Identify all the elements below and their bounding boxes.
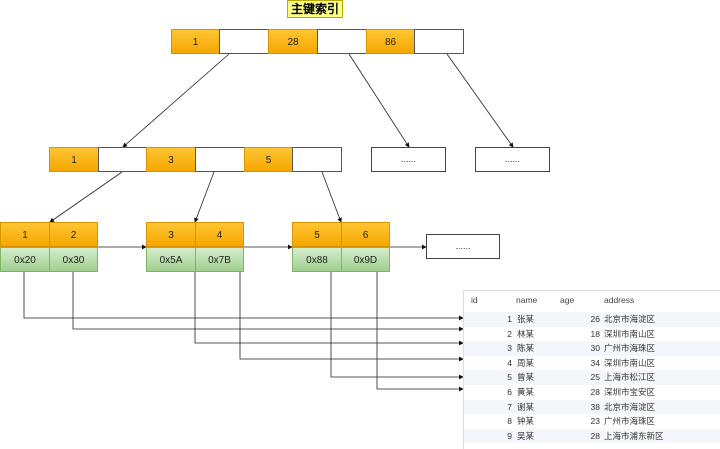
cell-age: 28 (590, 387, 600, 397)
leaf-key: 1 (0, 222, 50, 247)
inner-pointer-3 (292, 147, 342, 172)
cell-age: 25 (590, 372, 600, 383)
pointer-arrow (23, 272, 464, 321)
cell-name: 黄某 (517, 387, 535, 397)
cell-name: 曾某 (517, 372, 535, 383)
pointer-arrow (446, 53, 514, 148)
leaf-address: 0x88 (292, 247, 342, 272)
cell-id: 5 (507, 372, 512, 383)
leaf-address: 0x30 (49, 247, 98, 272)
pointer-arrow (72, 272, 464, 332)
inner-key-3: 5 (244, 147, 293, 172)
column-header-id: id (471, 295, 478, 305)
pointer-arrow (194, 272, 464, 346)
pointer-arrow (122, 53, 230, 148)
cell-address: 北京市海淀区 (604, 401, 656, 412)
pointer-arrow (376, 272, 464, 392)
root-pointer-2 (317, 29, 367, 54)
root-key-3: 86 (366, 29, 415, 54)
pointer-arrow (194, 171, 215, 223)
cell-id: 9 (507, 430, 512, 441)
cell-name: 陈某 (517, 343, 535, 354)
cell-id: 8 (507, 416, 512, 427)
leaf-address: 0x5A (146, 247, 196, 272)
inner-node-more-1: ...... (371, 147, 446, 172)
pointer-arrow (330, 272, 464, 380)
cell-age: 26 (590, 314, 600, 324)
cell-address: 广州市海珠区 (604, 343, 656, 354)
column-header-name: name (516, 295, 538, 305)
column-header-address: address (604, 295, 635, 305)
leaf-key: 2 (49, 222, 98, 247)
cell-name: 张某 (517, 314, 535, 324)
cell-name: 吴某 (517, 430, 535, 441)
pointer-arrow (49, 171, 123, 223)
cell-name: 林某 (517, 328, 535, 339)
leaf-address: 0x9D (341, 247, 390, 272)
cell-age: 34 (590, 357, 600, 368)
leaf-key: 4 (195, 222, 244, 247)
pointer-arrow (321, 171, 342, 223)
leaf-address: 0x7B (195, 247, 244, 272)
cell-address: 广州市海珠区 (604, 416, 656, 427)
cell-age: 28 (590, 430, 600, 441)
table-row[interactable]: 4 周某 34 深圳市南山区 (464, 356, 720, 371)
inner-key-2: 3 (146, 147, 196, 172)
diagram-title: 主键索引 (287, 0, 343, 18)
pointer-arrow (348, 53, 410, 148)
root-key-1: 1 (171, 29, 220, 54)
cell-address: 深圳市宝安区 (604, 387, 656, 397)
table-row[interactable]: 2 林某 18 深圳市南山区 (464, 327, 720, 342)
leaf-address: 0x20 (0, 247, 50, 272)
leaf-node-more: ...... (426, 234, 500, 259)
cell-id: 7 (507, 401, 512, 412)
cell-name: 钟某 (517, 416, 535, 427)
cell-id: 6 (507, 387, 512, 397)
table-row[interactable]: 9 吴某 28 上海市浦东新区 (464, 428, 720, 444)
inner-key-1: 1 (49, 147, 99, 172)
leaf-key: 6 (341, 222, 390, 247)
cell-age: 30 (590, 343, 600, 354)
cell-address: 北京市海淀区 (604, 314, 656, 324)
cell-id: 4 (507, 357, 512, 368)
root-pointer-1 (219, 29, 269, 54)
inner-pointer-1 (98, 147, 147, 172)
cell-address: 深圳市南山区 (604, 357, 656, 368)
cell-id: 3 (507, 343, 512, 354)
cell-age: 18 (590, 328, 600, 339)
pointer-arrow (239, 272, 464, 362)
leaf-key: 3 (146, 222, 196, 247)
table-row[interactable]: 7 谢某 38 北京市海淀区 (464, 399, 720, 415)
cell-address: 上海市浦东新区 (604, 430, 664, 441)
cell-name: 谢某 (517, 401, 535, 412)
cell-name: 周某 (517, 357, 535, 368)
cell-address: 上海市松江区 (604, 372, 656, 383)
cell-address: 深圳市南山区 (604, 328, 656, 339)
cell-age: 23 (590, 416, 600, 427)
table-row[interactable]: 1 张某 26 北京市海淀区 (464, 312, 720, 327)
cell-id: 1 (507, 314, 512, 324)
table-row[interactable]: 5 曾某 25 上海市松江区 (464, 370, 720, 385)
table-row[interactable]: 8 钟某 23 广州市海珠区 (464, 414, 720, 429)
cell-age: 38 (590, 401, 600, 412)
root-key-2: 28 (268, 29, 318, 54)
table-row[interactable]: 3 陈某 30 广州市海珠区 (464, 341, 720, 356)
leaf-key: 5 (292, 222, 342, 247)
root-pointer-3 (414, 29, 464, 54)
table-row[interactable]: 6 黄某 28 深圳市宝安区 (464, 385, 720, 400)
inner-node-more-2: ...... (475, 147, 550, 172)
column-header-age: age (560, 295, 575, 305)
data-table: id name age address 1 张某 26 北京市海淀区 2 林某 18 深圳市南… (463, 290, 720, 449)
inner-pointer-2 (195, 147, 245, 172)
cell-id: 2 (507, 328, 512, 339)
